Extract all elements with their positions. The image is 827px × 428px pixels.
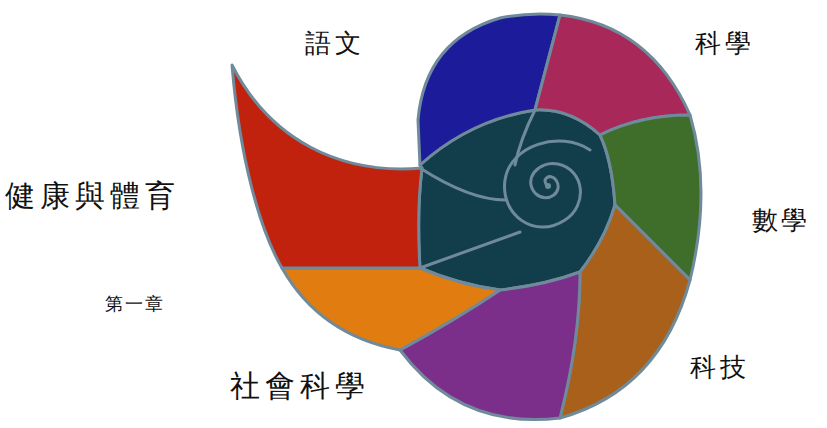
chapter-label: 第一章 [105, 293, 165, 315]
core-divider [420, 168, 505, 200]
subject-label: 數學 [752, 205, 810, 236]
core-divider [515, 110, 535, 165]
subject-label: 社會科學 [230, 368, 370, 404]
core-divider [420, 232, 520, 268]
orange-segment [282, 268, 500, 350]
subject-label: 語文 [305, 28, 365, 59]
red-segment [232, 65, 422, 268]
subject-label: 科技 [690, 352, 750, 383]
spiral-eye [545, 183, 551, 189]
blue-segment [418, 14, 560, 165]
subject-label: 科學 [695, 28, 755, 59]
subject-label: 健康與體育 [5, 178, 180, 214]
